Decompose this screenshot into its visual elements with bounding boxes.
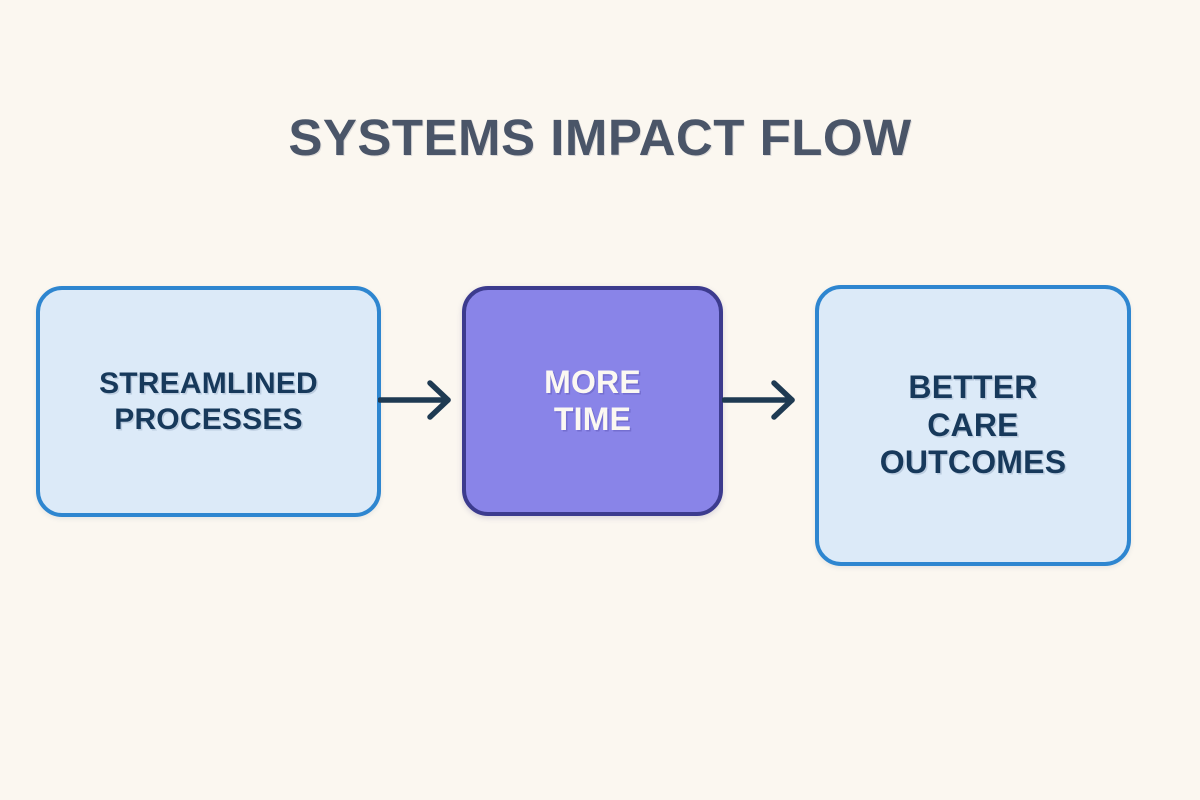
flow-node-better-care-outcomes[interactable]: BETTER CARE OUTCOMES — [815, 285, 1131, 566]
flow-node-label: MORE TIME — [544, 363, 641, 437]
arrow-right-icon — [722, 375, 804, 425]
flow-node-streamlined-processes[interactable]: STREAMLINED PROCESSES — [36, 286, 381, 517]
page-title: SYSTEMS IMPACT FLOW — [288, 109, 912, 166]
flow-node-more-time[interactable]: MORE TIME — [462, 286, 723, 516]
arrow-right-icon — [378, 375, 460, 425]
flow-node-label: STREAMLINED PROCESSES — [99, 367, 318, 436]
flow-node-label: BETTER CARE OUTCOMES — [879, 369, 1067, 481]
